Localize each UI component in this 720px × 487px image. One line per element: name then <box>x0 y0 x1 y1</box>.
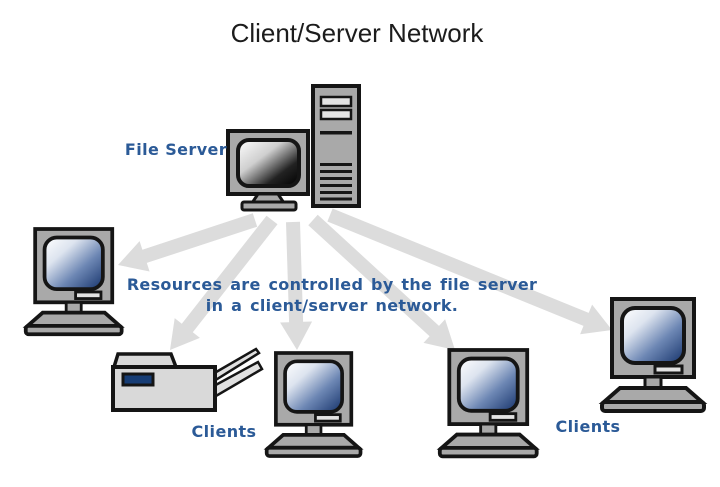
file-server-icon <box>226 84 361 212</box>
clients-label-bottom: Clients <box>192 422 257 441</box>
server-drive-bay <box>319 95 353 108</box>
client-computer-bottom-right-icon <box>437 348 539 459</box>
arrow-to-bottom-middle-client <box>280 221 313 350</box>
diagram-title: Client/Server Network <box>231 18 485 48</box>
server-vents <box>320 163 352 201</box>
printer-icon <box>111 347 264 412</box>
clients-label-right: Clients <box>556 417 621 436</box>
client-computer-left-icon <box>23 227 124 337</box>
arrow-to-printer <box>170 215 278 350</box>
server-monitor-screen <box>236 138 301 188</box>
server-tower-line <box>320 131 352 135</box>
caption-line-1: Resources are controlled by the file ser… <box>127 275 537 294</box>
client-computer-right-icon <box>600 297 706 413</box>
client-computer-bottom-middle-icon <box>264 351 363 458</box>
file-server-label: File Server <box>125 140 227 159</box>
arrow-to-bottom-right-client <box>308 214 455 350</box>
server-monitor-base <box>240 200 298 212</box>
printer-display <box>121 372 155 387</box>
arrow-to-left-client <box>118 213 258 272</box>
connection-arrows <box>118 208 612 350</box>
server-drive-bay <box>319 108 353 121</box>
caption-line-2: in a client/server network. <box>206 296 458 315</box>
arrow-to-right-client <box>327 208 612 335</box>
